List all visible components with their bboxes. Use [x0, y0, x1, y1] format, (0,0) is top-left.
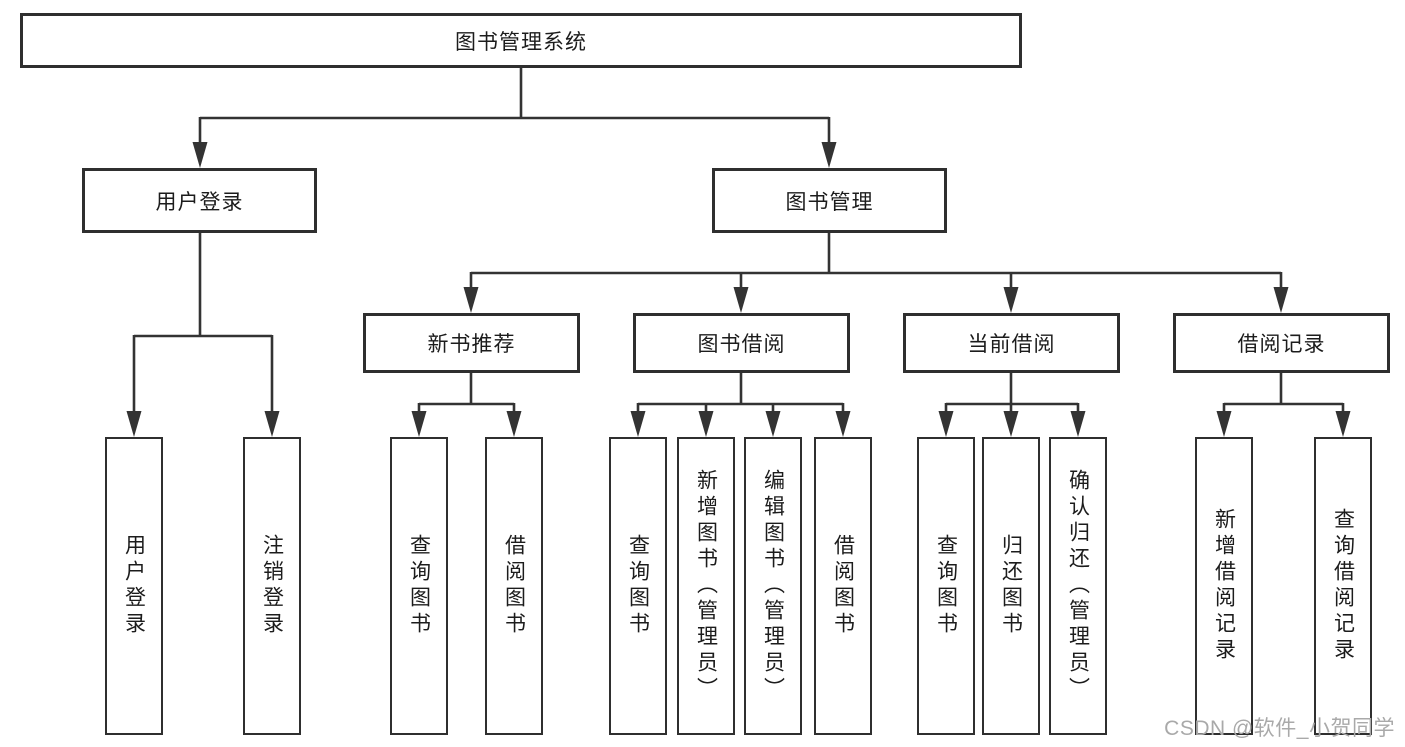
node-user-login: 用户登录	[82, 168, 317, 233]
node-label: 注销登录	[260, 534, 284, 638]
node-book-borrow: 图书借阅	[633, 313, 850, 373]
node-book-management: 图书管理	[712, 168, 947, 233]
node-label: 用户登录	[122, 534, 146, 638]
node-label: 确认归还（管理员）	[1066, 469, 1090, 703]
leaf-add-borrow-record: 新增借阅记录	[1195, 437, 1253, 735]
leaf-return-book: 归还图书	[982, 437, 1040, 735]
leaf-edit-book-admin: 编辑图书（管理员）	[744, 437, 802, 735]
node-label: 查询借阅记录	[1331, 508, 1355, 664]
node-label: 新增借阅记录	[1212, 508, 1236, 664]
csdn-watermark: CSDN @软件_小贺同学	[1164, 717, 1395, 740]
node-label: 查询图书	[934, 534, 958, 638]
connector-book-management-group	[463, 232, 1289, 313]
leaf-query-book-recommend: 查询图书	[390, 437, 448, 735]
node-label: 编辑图书（管理员）	[761, 469, 785, 703]
leaf-user-login: 用户登录	[105, 437, 163, 735]
node-label: 图书借阅	[697, 333, 786, 356]
node-label: 新书推荐	[427, 333, 516, 356]
connector-new-book-group	[411, 372, 522, 437]
node-label: 归还图书	[999, 534, 1023, 638]
leaf-borrow-book-recommend: 借阅图书	[485, 437, 543, 735]
node-label: 新增图书（管理员）	[694, 469, 718, 703]
leaf-borrow-book: 借阅图书	[814, 437, 872, 735]
node-library-management-system: 图书管理系统	[20, 13, 1022, 68]
leaf-confirm-return-admin: 确认归还（管理员）	[1049, 437, 1107, 735]
node-label: 借阅记录	[1237, 333, 1326, 356]
connector-current-borrow-group	[938, 372, 1086, 437]
node-label: 借阅图书	[831, 534, 855, 638]
connector-user-login-group	[126, 232, 280, 437]
node-current-borrow: 当前借阅	[903, 313, 1120, 373]
node-new-book-recommend: 新书推荐	[363, 313, 580, 373]
connector-book-borrow-group	[630, 372, 851, 437]
leaf-add-book-admin: 新增图书（管理员）	[677, 437, 735, 735]
node-label: 用户登录	[155, 190, 244, 214]
connector-borrow-record-group	[1216, 372, 1351, 437]
node-label: 图书管理系统	[455, 30, 587, 54]
connector-root-to-level2	[192, 67, 837, 168]
leaf-query-book-current: 查询图书	[917, 437, 975, 735]
node-label: 查询图书	[407, 534, 431, 638]
node-label: 图书管理	[785, 190, 874, 214]
leaf-query-borrow-record: 查询借阅记录	[1314, 437, 1372, 735]
node-label: 当前借阅	[967, 333, 1056, 356]
leaf-query-book-borrow: 查询图书	[609, 437, 667, 735]
leaf-logout: 注销登录	[243, 437, 301, 735]
node-label: 查询图书	[626, 534, 650, 638]
node-borrow-record: 借阅记录	[1173, 313, 1390, 373]
node-label: 借阅图书	[502, 534, 526, 638]
